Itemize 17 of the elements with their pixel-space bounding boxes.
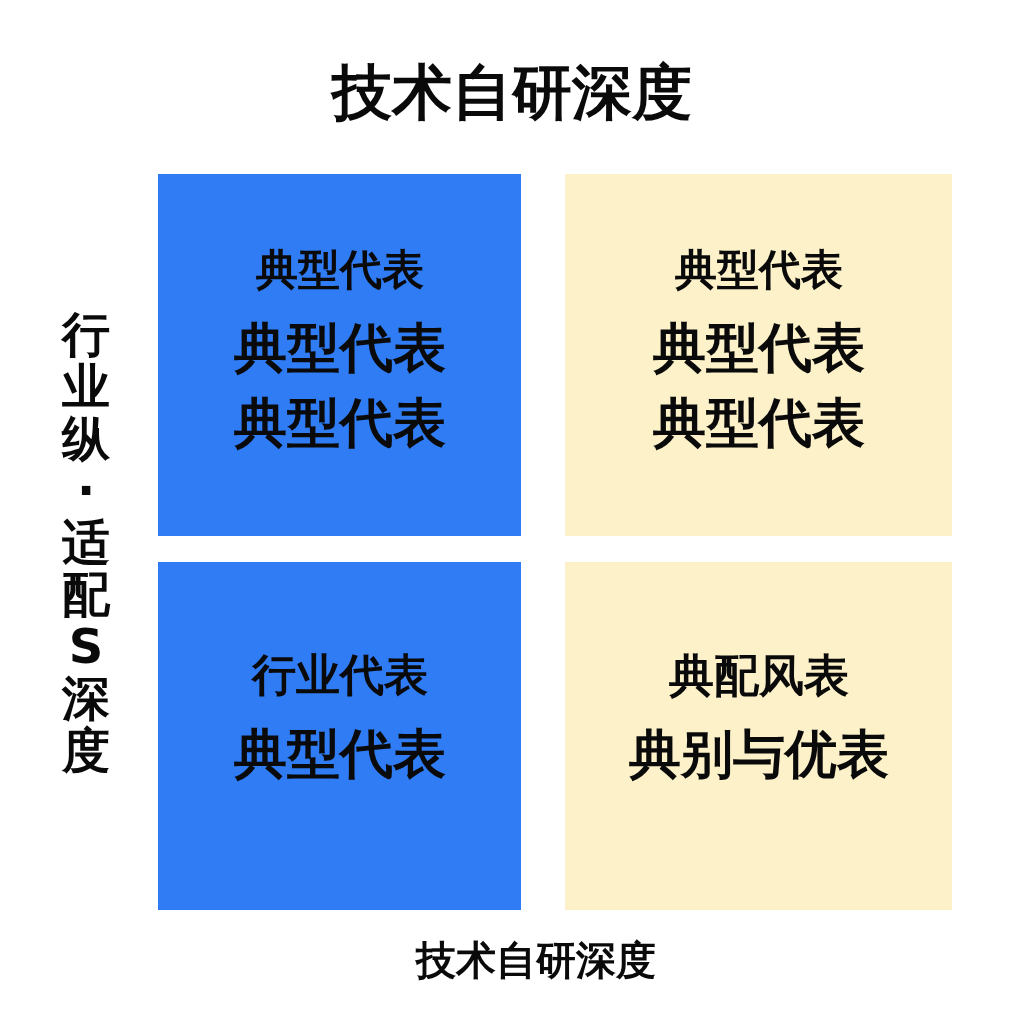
quadrant-text: 典型代表 xyxy=(233,321,446,374)
quadrant-panel xyxy=(565,562,952,910)
quadrant-panel xyxy=(565,174,952,536)
quadrant-heading: 典配风表 xyxy=(668,652,849,698)
quadrant-text: 典型代表 xyxy=(233,396,446,449)
axis-label: 行业纵·适配S深度 xyxy=(62,308,110,776)
quadrant-heading: 典型代表 xyxy=(255,249,424,291)
diagram-title: 技术自研深度 xyxy=(332,56,692,129)
quadrant-panel xyxy=(158,174,521,536)
quadrant-text: 典型代表 xyxy=(652,321,865,374)
quadrant-text: 典型代表 xyxy=(652,396,865,449)
quadrant-panel xyxy=(158,562,521,910)
quadrant-heading: 典型代表 xyxy=(674,249,843,291)
quadrant-text: 典别与优表 xyxy=(628,727,889,780)
quadrant-heading: 行业代表 xyxy=(251,652,428,697)
axis-label: 技术自研深度 xyxy=(416,940,656,980)
quadrant-text: 典型代表 xyxy=(233,726,446,780)
